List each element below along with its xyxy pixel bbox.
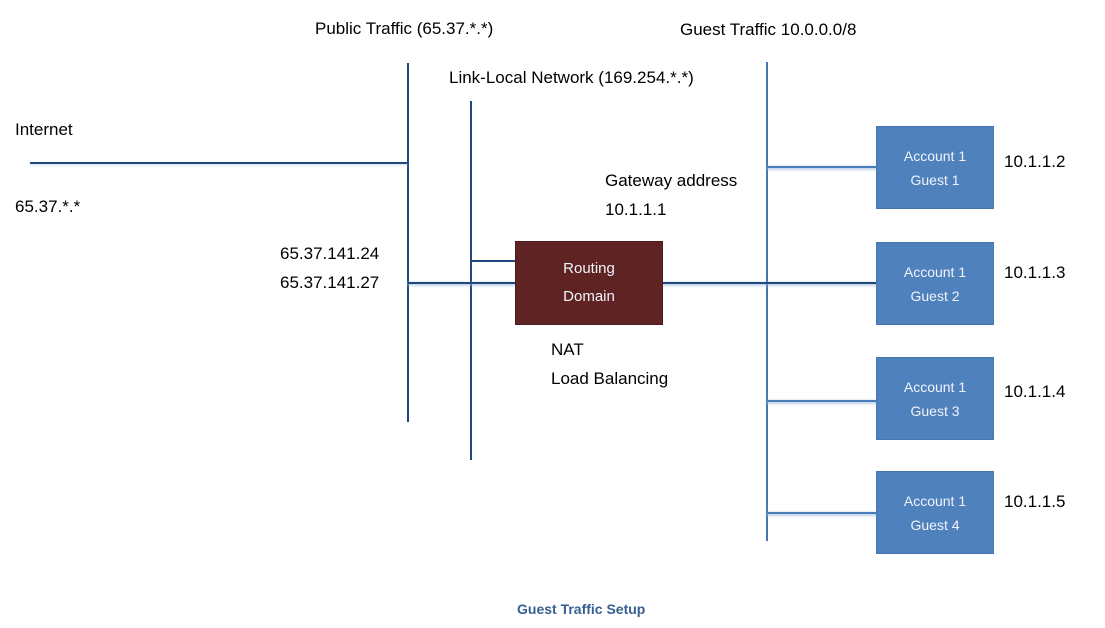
linklocal-to-routing-connector bbox=[471, 260, 517, 262]
guest-node-3-ip: 10.1.1.4 bbox=[1004, 382, 1066, 401]
guest-node-4-name: Guest 4 bbox=[910, 516, 960, 533]
gateway-address-label: Gateway address bbox=[605, 171, 738, 190]
guest-node-1-ip: 10.1.1.2 bbox=[1004, 152, 1066, 171]
guest-node-1-name: Guest 1 bbox=[910, 171, 960, 188]
guest-traffic-bus-line bbox=[766, 62, 768, 541]
public-ip-1-label: 65.37.141.24 bbox=[280, 244, 380, 263]
guest-node-4-ip: 10.1.1.5 bbox=[1004, 492, 1066, 511]
guest-node-2-ip: 10.1.1.3 bbox=[1004, 263, 1066, 282]
guest1-connector bbox=[767, 166, 877, 168]
routing-domain-line1: Routing bbox=[563, 260, 615, 277]
routing-domain-line2: Domain bbox=[563, 288, 615, 305]
link-local-network-label: Link-Local Network (169.254.*.*) bbox=[449, 68, 694, 87]
guest-node-4-account: Account 1 bbox=[903, 492, 967, 509]
routing-domain-node: Routing Domain bbox=[515, 241, 663, 325]
internet-label: Internet bbox=[15, 120, 73, 139]
load-balancing-label: Load Balancing bbox=[551, 369, 669, 388]
guest4-connector bbox=[767, 512, 877, 514]
guest-node-2-account: Account 1 bbox=[903, 263, 967, 280]
internet-ip-label: 65.37.*.* bbox=[15, 197, 81, 216]
public-ip-2-label: 65.37.141.27 bbox=[280, 273, 380, 292]
guest-node-2: Account 1 Guest 2 bbox=[876, 242, 994, 325]
diagram-caption: Guest Traffic Setup bbox=[517, 601, 646, 617]
public-traffic-bus-line bbox=[407, 63, 409, 422]
guest-node-3-account: Account 1 bbox=[903, 378, 967, 395]
guest-node-3-name: Guest 3 bbox=[910, 402, 960, 419]
gateway-ip-label: 10.1.1.1 bbox=[605, 200, 667, 219]
public-traffic-label: Public Traffic (65.37.*.*) bbox=[315, 19, 494, 38]
guest-node-1: Account 1 Guest 1 bbox=[876, 126, 994, 209]
nat-label: NAT bbox=[551, 340, 584, 359]
guest-node-4: Account 1 Guest 4 bbox=[876, 471, 994, 554]
link-local-bus-line bbox=[470, 101, 472, 460]
guest-node-2-name: Guest 2 bbox=[910, 287, 960, 304]
guest-node-3: Account 1 Guest 3 bbox=[876, 357, 994, 440]
guest-traffic-label: Guest Traffic 10.0.0.0/8 bbox=[680, 20, 857, 39]
guest-node-1-account: Account 1 bbox=[903, 147, 967, 164]
internet-connection-line bbox=[30, 162, 409, 164]
guest3-connector bbox=[767, 400, 877, 402]
